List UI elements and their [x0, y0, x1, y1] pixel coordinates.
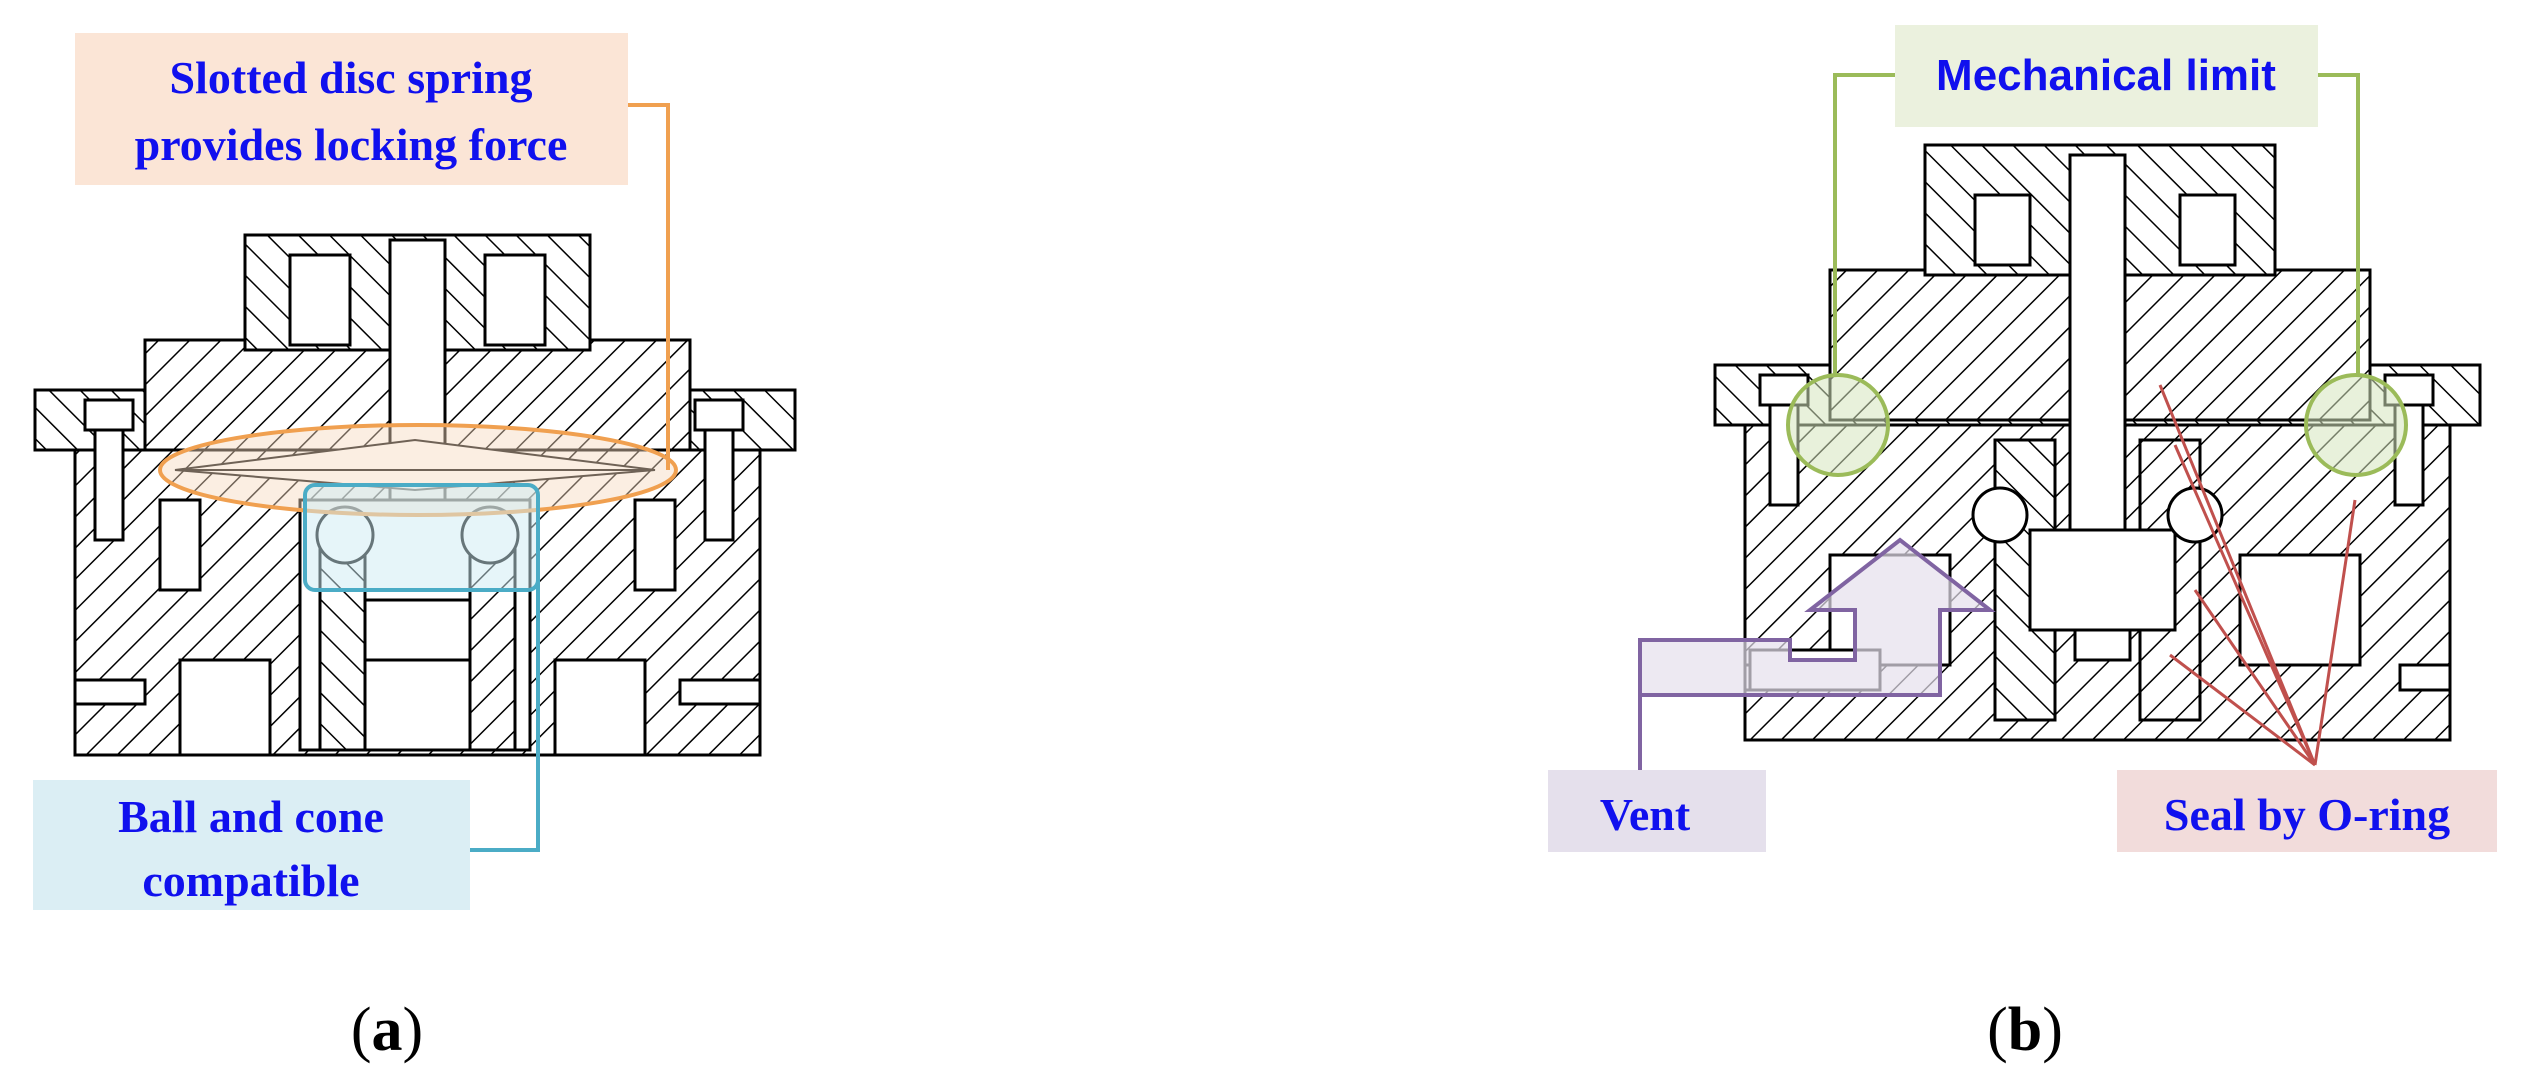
panel-b-tag-letter: b: [2008, 996, 2042, 1064]
spring-label-box: [75, 33, 628, 185]
limit-label-box: [1895, 25, 2318, 127]
panel-a: Slotted disc spring provides locking for…: [33, 33, 797, 1064]
spring-callout: Slotted disc spring provides locking for…: [75, 33, 678, 517]
panel-a-tag-letter: a: [372, 996, 403, 1064]
ball-label-line2: compatible: [142, 855, 359, 906]
ball-callout: Ball and cone compatible: [33, 483, 540, 910]
ball-label-box: [33, 780, 470, 910]
ball-label-line1: Ball and cone: [118, 791, 384, 842]
panel-b-tag: (b): [1987, 996, 2063, 1064]
limit-label: Mechanical limit: [1936, 51, 2276, 100]
panel-a-tag: (a): [351, 996, 423, 1064]
panel-b: Mechanical limit Vent Seal by O-ring (b): [1548, 25, 2497, 1064]
seal-label: Seal by O-ring: [2164, 789, 2450, 840]
spring-label-line2: provides locking force: [135, 119, 568, 170]
seal-callout: Seal by O-ring: [2117, 384, 2497, 852]
limit-callout: Mechanical limit: [1786, 25, 2408, 477]
vent-callout: Vent: [1548, 537, 1996, 852]
vent-label-box: [1548, 770, 1766, 852]
vent-label: Vent: [1600, 789, 1691, 840]
seal-label-box: [2117, 770, 2497, 852]
spring-label-line1: Slotted disc spring: [170, 52, 533, 103]
